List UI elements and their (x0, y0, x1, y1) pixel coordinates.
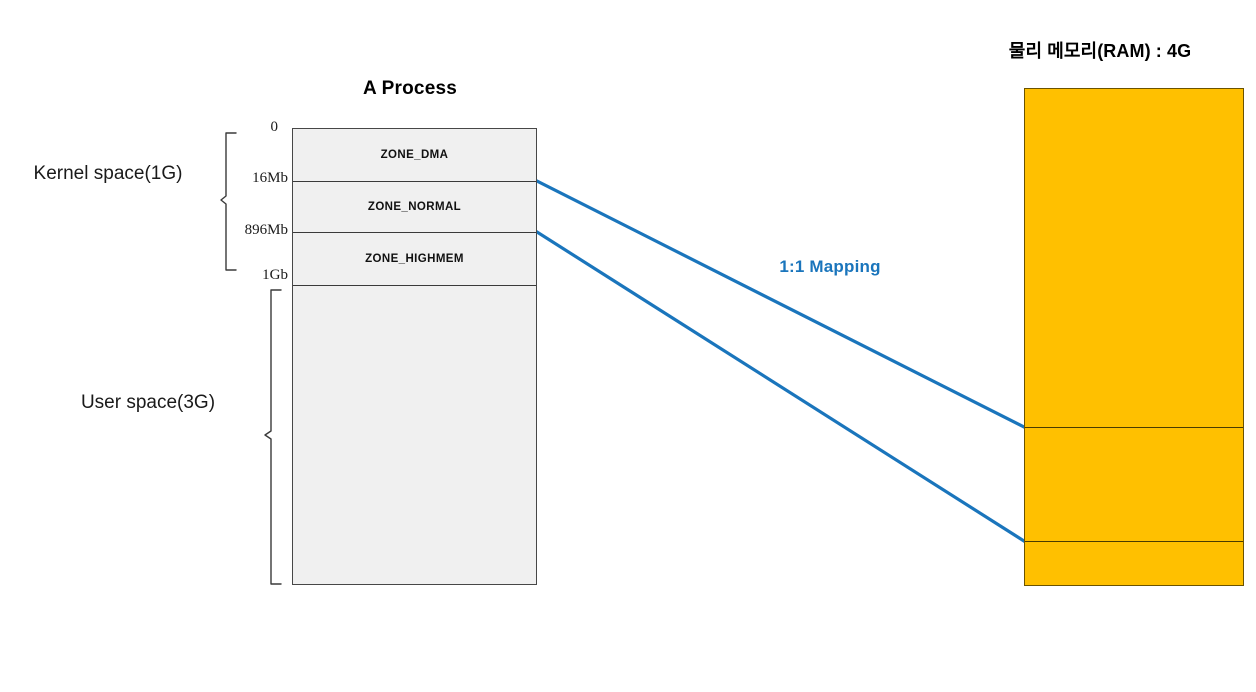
ram-divider-lower (1025, 541, 1243, 542)
address-label-16mb: 16Mb (252, 170, 288, 186)
address-label-896mb: 896Mb (244, 222, 288, 238)
zone-highmem: ZONE_HIGHMEM (365, 252, 464, 265)
process-memory-box: ZONE_DMA ZONE_NORMAL ZONE_HIGHMEM (292, 128, 537, 585)
ram-divider-upper (1025, 427, 1243, 428)
user-space-label: User space(3G) (80, 392, 216, 413)
zone-normal: ZONE_NORMAL (367, 200, 462, 213)
mapping-line-lower (534, 229, 1027, 544)
zone-divider-1gb (293, 285, 536, 286)
zone-divider-896mb (293, 232, 536, 233)
ram-title: 물리 메모리(RAM) : 4G (1008, 41, 1192, 61)
zone-user-space (293, 285, 536, 583)
mapping-label: 1:1 Mapping (779, 257, 881, 276)
address-label-0: 0 (270, 119, 279, 135)
ram-memory-box (1024, 88, 1244, 586)
process-title: A Process (362, 78, 458, 99)
zone-dma: ZONE_DMA (380, 149, 449, 161)
user-space-bracket (264, 289, 282, 585)
zone-divider-16mb (293, 181, 536, 182)
kernel-space-bracket (220, 132, 237, 271)
address-label-1gb: 1Gb (262, 267, 288, 283)
mapping-line-upper (534, 178, 1027, 430)
kernel-space-label: Kernel space(1G) (33, 163, 183, 184)
